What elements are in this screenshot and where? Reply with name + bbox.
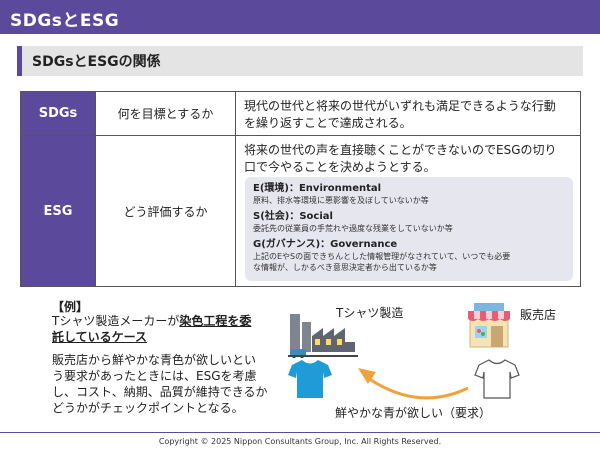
section-title: SDGsとESGの関係 bbox=[32, 54, 161, 70]
esg-item-text: 原料、排水等環境に悪影響を及ぼしていないか等 bbox=[253, 196, 429, 205]
description-line: を繰り返すことで達成される。 bbox=[244, 116, 412, 130]
request-arrow-label: 鮮やかな青が欲しい（要求） bbox=[335, 406, 492, 420]
example-case: Tシャツ製造メーカーが染色工程を委 託しているケース bbox=[52, 313, 277, 345]
example-body-line: どうかがチェックポイントとなる。 bbox=[52, 401, 244, 415]
row-description: 現代の世代と将来の世代がいずれも満足できるような行動 を繰り返すことで達成される… bbox=[236, 92, 580, 135]
description-line: 将来の世代の声を直接聴くことができないのでESGの切り bbox=[244, 143, 557, 157]
white-tshirt-icon bbox=[474, 359, 520, 399]
esg-item-heading: E(環境)：Environmental bbox=[253, 183, 382, 194]
page-title: SDGsとESG bbox=[10, 11, 120, 31]
esg-item-text-line: な情報が、しかるべき意思決定者から出ているか等 bbox=[253, 263, 437, 272]
comparison-table: SDGs 何を目標とするか 現代の世代と将来の世代がいずれも満足できるような行動… bbox=[20, 91, 581, 287]
row-question: どう評価するか bbox=[96, 136, 236, 286]
esg-item-text-line: 上記のEやSの面できちんとした情報管理がなされていて、いつでも必要 bbox=[253, 252, 511, 261]
description-line: 口で今やることを決めようとする。 bbox=[244, 160, 436, 174]
esg-detail-box: E(環境)：Environmental 原料、排水等環境に悪影響を及ぼしていない… bbox=[245, 177, 573, 281]
row-term: SDGs bbox=[21, 92, 96, 135]
shop-icon bbox=[468, 303, 510, 348]
copyright: Copyright © 2025 Nippon Consultants Grou… bbox=[158, 437, 442, 446]
table-row: ESG どう評価するか 将来の世代の声を直接聴くことができないのでESGの切り … bbox=[21, 136, 580, 286]
example-case-prefix: Tシャツ製造メーカーが bbox=[52, 314, 180, 328]
example-body-line: う要求があったときには、ESGを考慮 bbox=[52, 369, 257, 383]
example-body-line: 販売店から鮮やかな青色が欲しいとい bbox=[52, 353, 257, 367]
table-row: SDGs 何を目標とするか 現代の世代と将来の世代がいずれも満足できるような行動… bbox=[21, 92, 580, 136]
esg-item-heading: G(ガバナンス)：Governance bbox=[253, 239, 398, 250]
esg-item-text: 委託先の従業員の手荒れや過度な残業をしていないか等 bbox=[253, 224, 453, 233]
row-description: 将来の世代の声を直接聴くことができないのでESGの切り 口で今やることを決めよう… bbox=[236, 136, 580, 286]
row-question: 何を目標とするか bbox=[96, 92, 236, 135]
blue-tshirt-icon bbox=[288, 360, 332, 398]
example-case-highlight: 染色工程を委 bbox=[179, 314, 252, 328]
footer-divider bbox=[0, 432, 600, 433]
factory-label: Tシャツ製造 bbox=[336, 306, 404, 320]
request-arrow bbox=[358, 368, 469, 400]
example-case-highlight: 託しているケース bbox=[52, 330, 148, 344]
example-body-line: し、コスト、納期、品質が維持できるか bbox=[52, 385, 268, 399]
shop-label: 販売店 bbox=[520, 308, 557, 322]
section-header: SDGsとESGの関係 bbox=[17, 46, 583, 76]
esg-item-text: 上記のEやSの面できちんとした情報管理がなされていて、いつでも必要 な情報が、し… bbox=[253, 251, 565, 273]
row-term: ESG bbox=[21, 136, 96, 286]
esg-item-heading: S(社会)：Social bbox=[253, 211, 333, 222]
factory-icon bbox=[288, 314, 358, 358]
description-line: 現代の世代と将来の世代がいずれも満足できるような行動 bbox=[244, 99, 556, 113]
example-heading: 【例】 bbox=[52, 300, 89, 314]
header-bar: SDGsとESG bbox=[0, 0, 600, 34]
example-body: 販売店から鮮やかな青色が欲しいとい う要求があったときには、ESGを考慮 し、コ… bbox=[52, 352, 280, 416]
